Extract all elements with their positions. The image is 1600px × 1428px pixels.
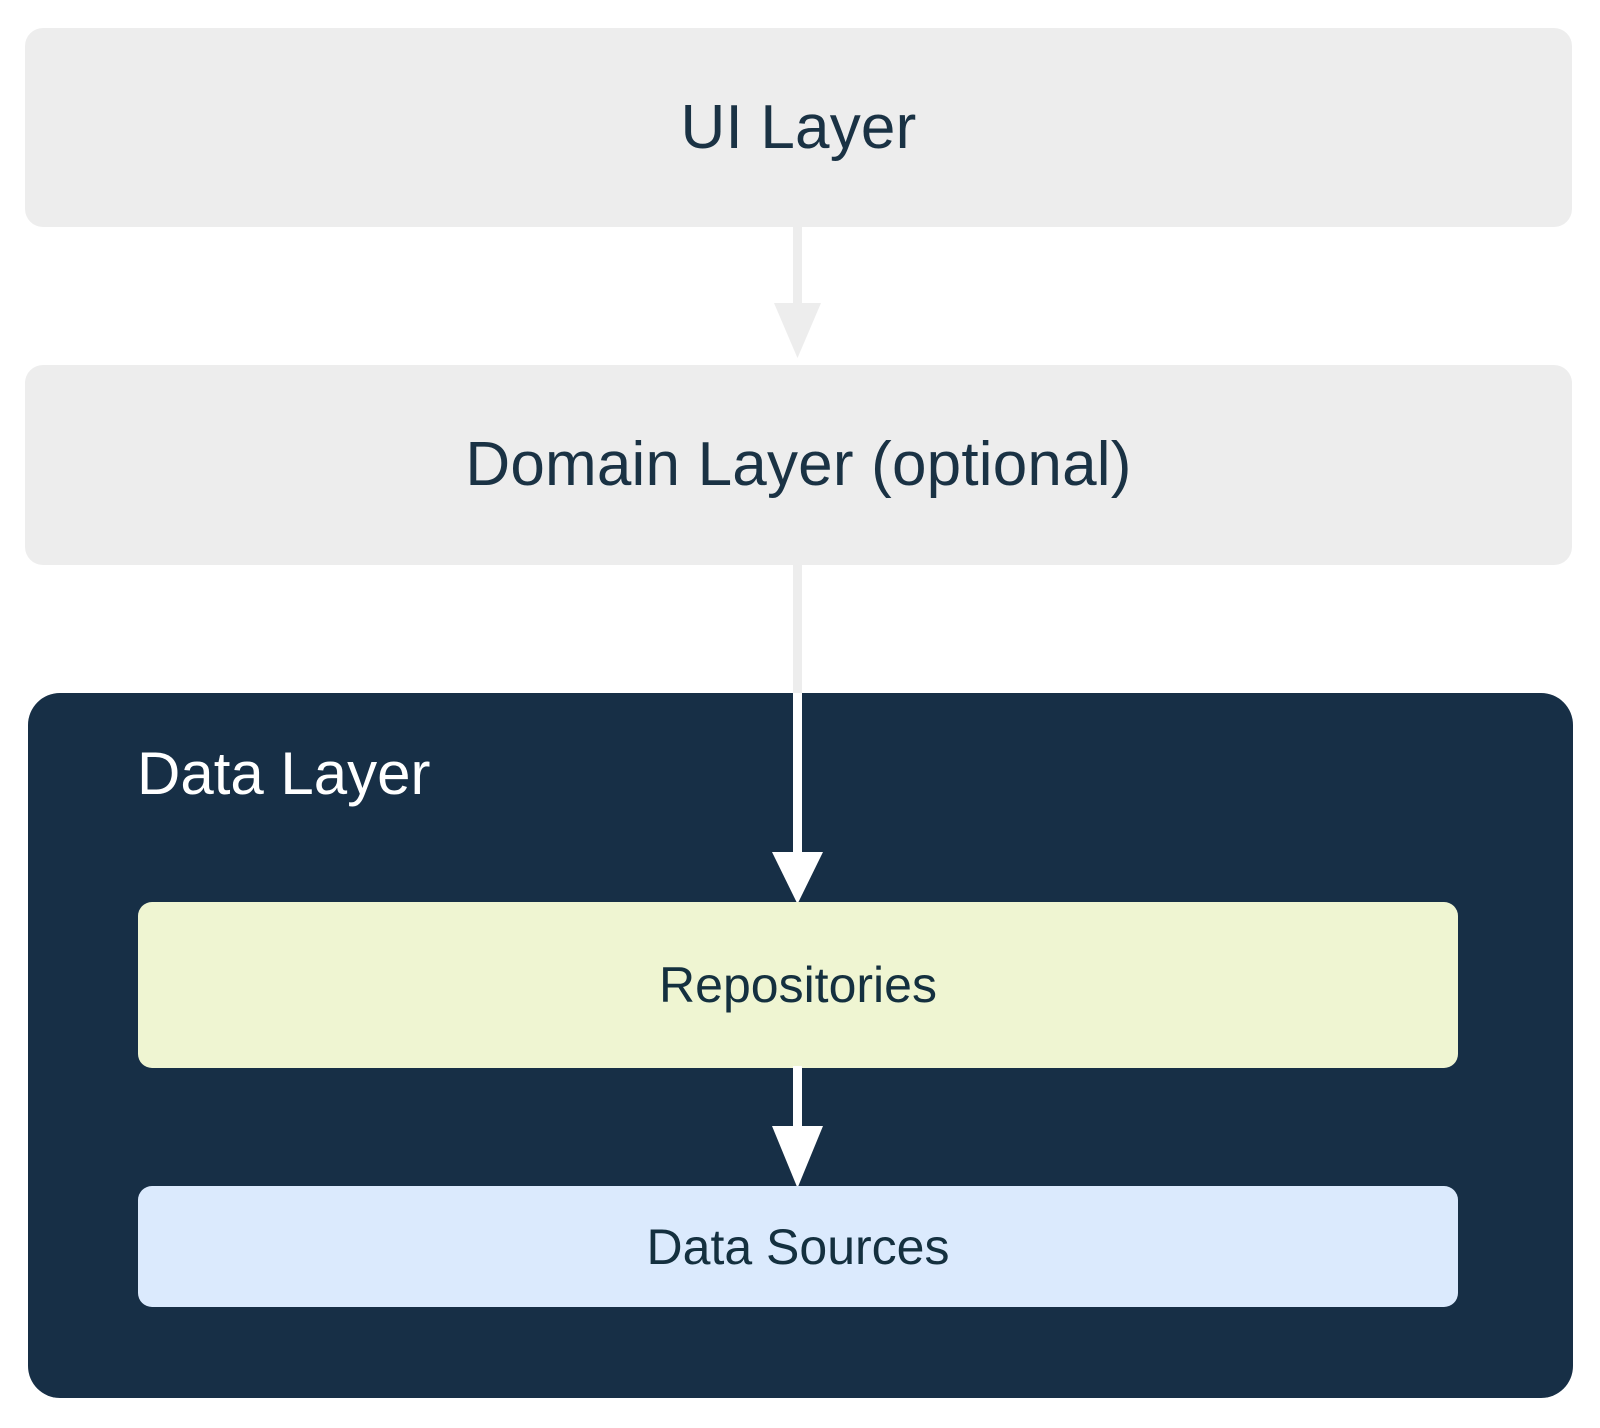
repositories-label: Repositories <box>659 957 937 1013</box>
ui-layer-box[interactable]: UI Layer <box>25 28 1572 227</box>
data-layer-label: Data Layer <box>137 740 431 807</box>
data-sources-box[interactable]: Data Sources <box>138 1186 1458 1307</box>
ui-layer-label: UI Layer <box>680 92 917 162</box>
domain-layer-label: Domain Layer (optional) <box>465 430 1132 499</box>
data-sources-label: Data Sources <box>646 1218 950 1275</box>
domain-layer-box[interactable]: Domain Layer (optional) <box>25 365 1572 565</box>
repositories-box[interactable]: Repositories <box>138 902 1458 1068</box>
